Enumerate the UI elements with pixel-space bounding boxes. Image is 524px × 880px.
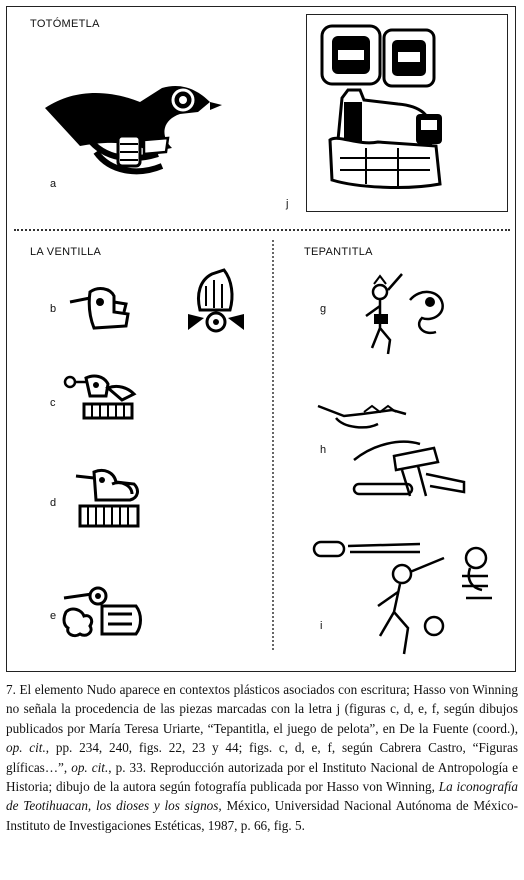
section-label-la-ventilla: LA VENTILLA xyxy=(30,246,102,258)
caption-italic-3: La iconografía de Teotihuacan, los diose… xyxy=(6,779,519,814)
panel-letter-g: g xyxy=(320,303,327,315)
inset-box-j xyxy=(306,14,508,212)
ball-stick-glyph-icon xyxy=(317,404,466,497)
bird-knot-glyph-icon xyxy=(63,374,137,420)
panel-letter-e: e xyxy=(50,610,57,622)
panel-letter-b: b xyxy=(50,303,57,315)
ballplayer-figure-icon xyxy=(312,540,492,655)
ballplayer-figure-icon xyxy=(365,273,444,355)
section-label-tepantitla: TEPANTITLA xyxy=(304,246,373,258)
bird-glyph-icon xyxy=(45,85,222,175)
caption-text-4: México, Universidad Nacional Autónoma de… xyxy=(6,798,518,833)
bird-on-base-glyph-icon xyxy=(75,468,140,528)
vertical-separator xyxy=(272,240,274,650)
panel-letter-c: c xyxy=(50,397,56,409)
section-label-totometla: TOTÓMETLA xyxy=(30,18,100,30)
panel-letter-d: d xyxy=(50,497,57,509)
figure-frame xyxy=(6,6,516,672)
panel-letter-h: h xyxy=(320,444,327,456)
panel-letter-j: j xyxy=(286,198,289,210)
caption-text-2: , pp. 234, 240, figs. 22, 23 y 44; figs.… xyxy=(6,740,519,775)
caption-italic-2: op. cit. xyxy=(71,759,109,775)
bird-knot-glyph-icon xyxy=(69,287,130,330)
headdress-glyph-icon xyxy=(188,268,244,333)
stone-sculpture-icon xyxy=(320,24,442,189)
caption-text-3: , p. 33. Reproducción autorizada por el … xyxy=(6,759,519,795)
bird-head-glyph-icon xyxy=(62,586,142,638)
panel-letter-a: a xyxy=(50,178,57,190)
panel-letter-i: i xyxy=(320,620,323,632)
caption-text-1: 7. El elemento Nudo aparece en contextos… xyxy=(6,682,518,736)
dotted-separator xyxy=(14,229,510,231)
figure-caption: 7. El elemento Nudo aparece en contextos… xyxy=(6,680,518,835)
caption-italic-1: op. cit. xyxy=(6,740,46,756)
